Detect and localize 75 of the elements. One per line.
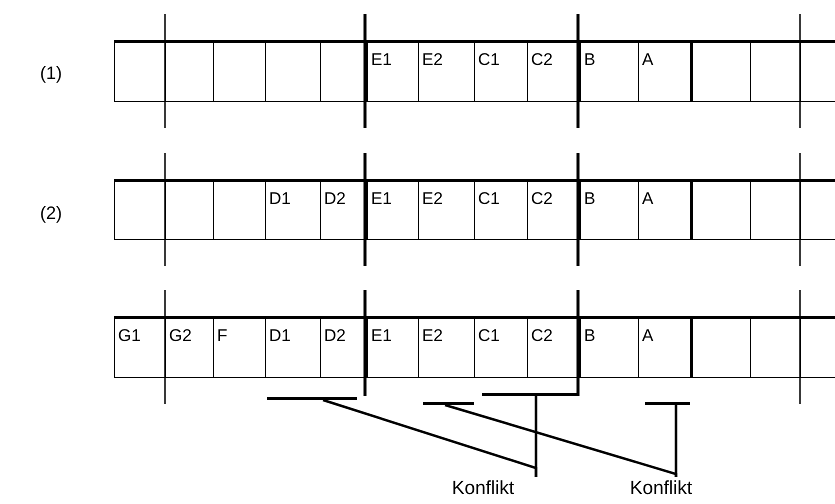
range-bar: [423, 402, 474, 405]
memory-cell: [750, 40, 801, 102]
conflict-label: Konflikt: [630, 478, 692, 499]
cell-label: C1: [478, 189, 500, 208]
memory-cell: [750, 179, 801, 240]
memory-cell: [213, 316, 266, 378]
memory-cell: [418, 40, 475, 102]
memory-cell: [165, 316, 214, 378]
memory-cell: [365, 316, 419, 378]
range-bar: [645, 402, 690, 405]
cell-label: G2: [169, 326, 192, 345]
conflict-label: Konflikt: [452, 478, 514, 499]
memory-cell: [265, 40, 321, 102]
cell-label: D2: [324, 189, 346, 208]
cell-label: D2: [324, 326, 346, 345]
memory-cell: [265, 179, 321, 240]
cell-label: G1: [118, 326, 141, 345]
memory-cell: [527, 179, 579, 240]
cell-label: F: [217, 326, 228, 345]
cell-label: C2: [531, 189, 553, 208]
memory-cell: [690, 40, 751, 102]
memory-cell: [418, 179, 475, 240]
row-number: (1): [40, 62, 62, 85]
memory-cell: [578, 40, 639, 102]
cell-label: D1: [269, 326, 291, 345]
cell-label: E1: [371, 326, 392, 345]
memory-cell: [418, 316, 475, 378]
memory-cell: [638, 40, 691, 102]
cell-label: A: [642, 50, 654, 69]
memory-cell: [474, 40, 528, 102]
cell-label: B: [584, 50, 596, 69]
memory-cell: [165, 40, 214, 102]
memory-cell: [578, 179, 639, 240]
memory-cell: [165, 179, 214, 240]
cell-label: E2: [422, 326, 443, 345]
memory-cell: [578, 316, 639, 378]
cell-label: A: [642, 326, 654, 345]
cell-label: E2: [422, 189, 443, 208]
cell-label: E2: [422, 50, 443, 69]
memory-cell: [265, 316, 321, 378]
cell-label: C1: [478, 326, 500, 345]
connector-line: [444, 404, 678, 477]
memory-cell: [474, 179, 528, 240]
memory-cell: [213, 179, 266, 240]
memory-cell: [690, 179, 751, 240]
memory-cell: [638, 316, 691, 378]
memory-cell: [320, 40, 366, 102]
memory-cell: [114, 179, 166, 240]
connector-line: [674, 405, 678, 477]
range-bar: [482, 393, 578, 396]
cell-label: A: [642, 189, 654, 208]
row-number: (2): [40, 202, 62, 225]
range-bar: [267, 397, 357, 400]
memory-cell: [365, 40, 419, 102]
memory-cell: [690, 316, 751, 378]
cell-label: B: [584, 326, 596, 345]
cell-label: C2: [531, 50, 553, 69]
memory-cell: [638, 179, 691, 240]
memory-cell: [527, 316, 579, 378]
memory-cell: [114, 40, 166, 102]
connector-line: [534, 396, 538, 477]
memory-cell: [320, 179, 366, 240]
cell-label: C1: [478, 50, 500, 69]
cell-label: D1: [269, 189, 291, 208]
cell-label: E1: [371, 50, 392, 69]
memory-cell: [527, 40, 579, 102]
memory-cell: [320, 316, 366, 378]
memory-cell: [213, 40, 266, 102]
memory-cell: [365, 179, 419, 240]
cell-label: C2: [531, 326, 553, 345]
memory-cell: [474, 316, 528, 378]
memory-cell: [114, 316, 166, 378]
cell-label: B: [584, 189, 596, 208]
cell-label: E1: [371, 189, 392, 208]
memory-cell: [750, 316, 801, 378]
